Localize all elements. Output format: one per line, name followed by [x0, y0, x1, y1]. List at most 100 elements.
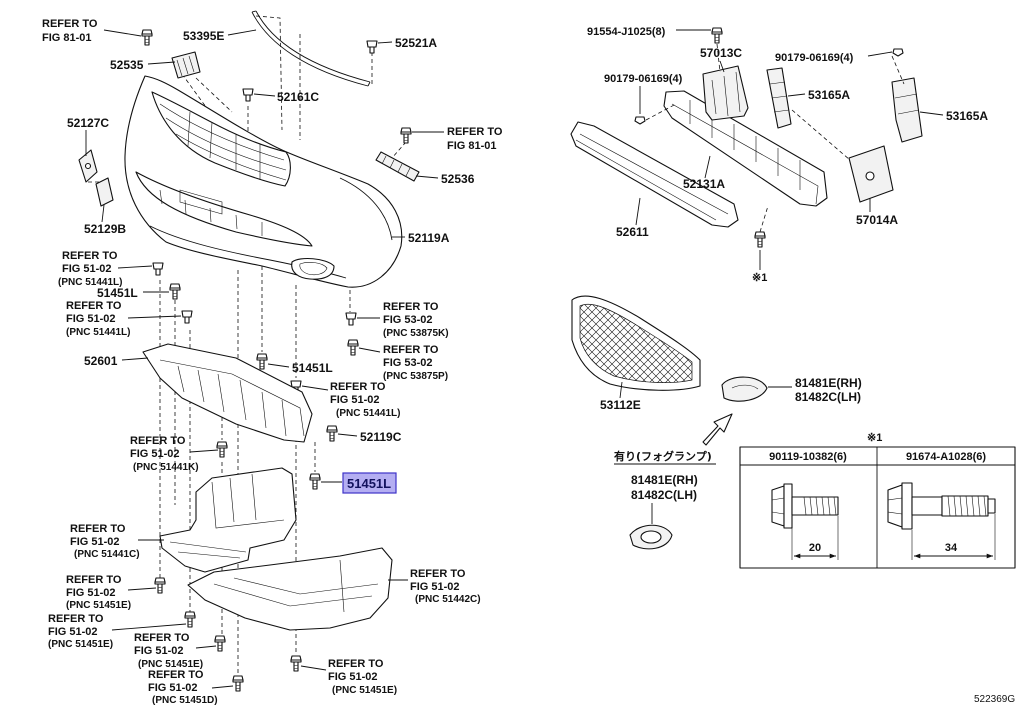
refer-note-j[interactable]: REFER TO FIG 51-02 (PNC 51442C): [410, 568, 481, 605]
refer-line[interactable]: REFER TO: [66, 300, 122, 312]
lower-grille-53112E: [571, 295, 701, 391]
callout-81481E[interactable]: 81481E(RH): [795, 376, 862, 390]
callout-57013C[interactable]: 57013C: [700, 46, 742, 60]
refer-line[interactable]: FIG 81-01: [42, 32, 92, 44]
callout-52131A[interactable]: 52131A: [683, 177, 725, 191]
refer-line[interactable]: FIG 51-02: [328, 671, 378, 683]
refer-line[interactable]: REFER TO: [70, 523, 126, 535]
refer-pnc[interactable]: (PNC 51451E): [66, 600, 131, 611]
refer-line[interactable]: REFER TO: [383, 344, 439, 356]
refer-note-h[interactable]: REFER TO FIG 51-02 (PNC 51441K): [130, 435, 199, 473]
refer-line[interactable]: REFER TO: [447, 126, 503, 138]
callout-51451L-mid[interactable]: 51451L: [292, 361, 333, 375]
refer-pnc[interactable]: (PNC 53875K): [383, 328, 449, 339]
callout-52521A[interactable]: 52521A: [395, 36, 437, 50]
refer-pnc[interactable]: (PNC 51451E): [48, 639, 113, 650]
callout-90179-06169-left[interactable]: 90179-06169(4): [604, 73, 683, 85]
bolt-fig-51-02: [232, 675, 244, 692]
bracket-52535: [171, 51, 201, 79]
refer-line[interactable]: REFER TO: [328, 658, 384, 670]
table-mark-label: ※1: [867, 432, 882, 444]
callout-52601[interactable]: 52601: [84, 354, 118, 368]
callout-53165A-right[interactable]: 53165A: [946, 109, 988, 123]
refer-pnc[interactable]: (PNC 51442C): [415, 594, 481, 605]
refer-note-a[interactable]: REFER TO FIG 81-01: [42, 18, 98, 44]
refer-line[interactable]: REFER TO: [130, 435, 186, 447]
callout-52161C[interactable]: 52161C: [277, 90, 319, 104]
callout-51451L-selected[interactable]: 51451L: [347, 476, 391, 491]
callout-fog-81482C[interactable]: 81482C(LH): [631, 488, 697, 502]
refer-pnc[interactable]: (PNC 51451E): [138, 659, 203, 670]
callout-81482C[interactable]: 81482C(LH): [795, 390, 861, 404]
refer-line[interactable]: REFER TO: [383, 301, 439, 313]
refer-line[interactable]: REFER TO: [42, 18, 98, 30]
bolt-51451L-selected: [309, 473, 321, 490]
refer-pnc[interactable]: (PNC 51441C): [74, 549, 140, 560]
callout-52127C[interactable]: 52127C: [67, 116, 109, 130]
fog-cover-slot: [731, 384, 759, 390]
callout-52119A[interactable]: 52119A: [408, 231, 450, 245]
callout-91554-J1025[interactable]: 91554-J1025(8): [587, 26, 666, 38]
refer-line[interactable]: FIG 51-02: [66, 587, 116, 599]
refer-line[interactable]: FIG 51-02: [130, 448, 180, 460]
refer-note-k[interactable]: REFER TO FIG 51-02 (PNC 51451E): [66, 574, 131, 611]
refer-line[interactable]: FIG 53-02: [383, 357, 433, 369]
callout-52129B[interactable]: 52129B: [84, 222, 126, 236]
refer-line[interactable]: REFER TO: [48, 613, 104, 625]
refer-line[interactable]: REFER TO: [148, 669, 204, 681]
refer-line[interactable]: FIG 51-02: [70, 536, 120, 548]
fog-cover-body: [721, 376, 768, 402]
refer-note-l[interactable]: REFER TO FIG 51-02 (PNC 51451E): [48, 613, 113, 650]
callout-52536[interactable]: 52536: [441, 172, 475, 186]
callout-52119C[interactable]: 52119C: [360, 430, 402, 444]
refer-pnc[interactable]: (PNC 51451D): [152, 695, 218, 706]
refer-note-g[interactable]: REFER TO FIG 51-02 (PNC 51441L): [330, 381, 400, 419]
refer-note-c[interactable]: REFER TO FIG 51-02 (PNC 51441L): [58, 250, 122, 288]
refer-note-e[interactable]: REFER TO FIG 53-02 (PNC 53875K): [383, 301, 449, 339]
callout-52535[interactable]: 52535: [110, 58, 144, 72]
refer-note-m[interactable]: REFER TO FIG 51-02 (PNC 51451E): [134, 632, 203, 670]
callout-52611[interactable]: 52611: [616, 225, 649, 239]
refer-pnc[interactable]: (PNC 51441L): [336, 408, 400, 419]
refer-line[interactable]: FIG 53-02: [383, 314, 433, 326]
highlight-box[interactable]: [342, 472, 397, 494]
refer-line[interactable]: REFER TO: [330, 381, 386, 393]
leader-lines-right: [619, 29, 944, 524]
refer-note-i[interactable]: REFER TO FIG 51-02 (PNC 51441C): [70, 523, 140, 560]
leader-line: [377, 41, 393, 44]
refer-line[interactable]: REFER TO: [134, 632, 190, 644]
bolt-thread: [803, 496, 837, 516]
refer-line[interactable]: FIG 51-02: [66, 313, 116, 325]
callout-fog-81481E[interactable]: 81481E(RH): [631, 473, 698, 487]
upper-grille-opening: [151, 91, 291, 187]
leader-line: [101, 204, 105, 223]
callout-51451L-upper[interactable]: 51451L: [97, 286, 138, 300]
callout-53165A-mid[interactable]: 53165A: [808, 88, 850, 102]
refer-line[interactable]: FIG 81-01: [447, 140, 497, 152]
refer-note-o[interactable]: REFER TO FIG 51-02 (PNC 51451E): [328, 658, 397, 696]
refer-note-b[interactable]: REFER TO FIG 81-01: [447, 126, 503, 152]
callout-53112E[interactable]: 53112E: [600, 398, 641, 412]
refer-note-f[interactable]: REFER TO FIG 53-02 (PNC 53875P): [383, 344, 448, 382]
refer-pnc[interactable]: (PNC 51441K): [133, 462, 199, 473]
refer-pnc[interactable]: (PNC 51451E): [332, 685, 397, 696]
refer-pnc[interactable]: (PNC 53875P): [383, 371, 448, 382]
refer-line[interactable]: FIG 51-02: [62, 263, 112, 275]
refer-line[interactable]: REFER TO: [410, 568, 466, 580]
refer-line[interactable]: FIG 51-02: [148, 682, 198, 694]
refer-line[interactable]: FIG 51-02: [410, 581, 460, 593]
refer-line[interactable]: FIG 51-02: [48, 626, 98, 638]
callout-90179-06169-right[interactable]: 90179-06169(4): [775, 52, 854, 64]
refer-line[interactable]: REFER TO: [66, 574, 122, 586]
leader-line: [103, 29, 142, 37]
refer-note-d[interactable]: REFER TO FIG 51-02 (PNC 51441L): [66, 300, 130, 338]
refer-line[interactable]: FIG 51-02: [330, 394, 380, 406]
refer-line[interactable]: REFER TO: [62, 250, 118, 262]
callout-53395E[interactable]: 53395E: [183, 29, 224, 43]
bolt-fig-51-02: [184, 611, 196, 628]
refer-line[interactable]: FIG 51-02: [134, 645, 184, 657]
callout-57014A[interactable]: 57014A: [856, 213, 898, 227]
refer-pnc[interactable]: (PNC 51441L): [66, 327, 130, 338]
refer-pnc[interactable]: (PNC 51441L): [58, 277, 122, 288]
refer-note-n[interactable]: REFER TO FIG 51-02 (PNC 51451D): [148, 669, 218, 706]
